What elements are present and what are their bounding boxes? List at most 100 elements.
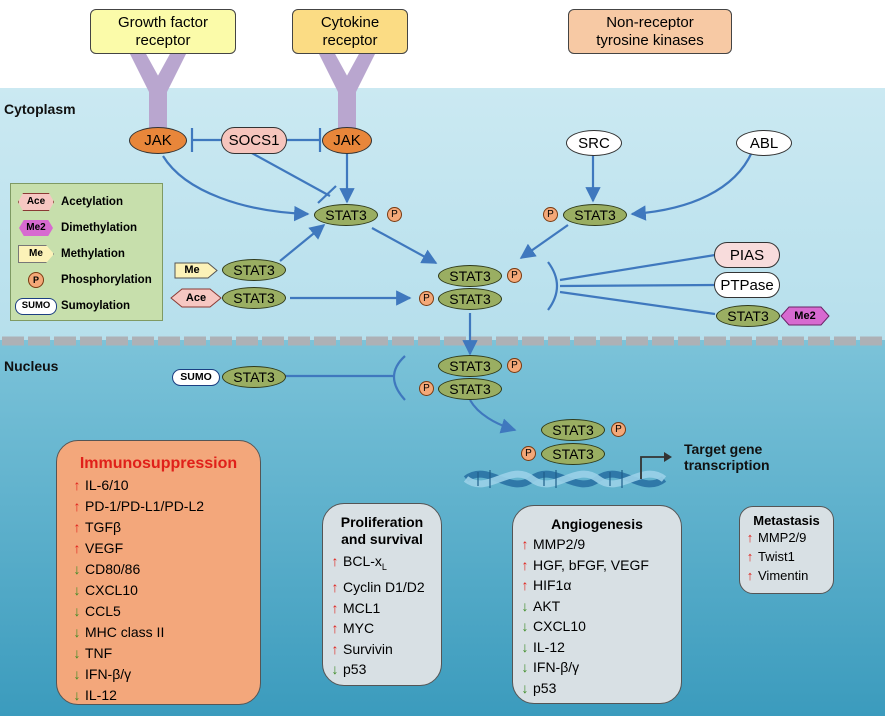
stat3-node: STAT3 — [438, 355, 502, 377]
gene-label: CCL5 — [85, 603, 121, 619]
gene-label: MMP2/9 — [533, 536, 586, 552]
gene-item: ↑MMP2/9 — [742, 528, 833, 547]
cytokine-receptor-shape — [318, 52, 376, 132]
gene-item: ↓CD80/86 — [69, 559, 260, 580]
legend-label: Sumoylation — [61, 300, 131, 312]
angiogenesis-box: Angiogenesis ↑MMP2/9↑HGF, bFGF, VEGF↑HIF… — [512, 505, 682, 704]
ptpase-node: PTPase — [714, 272, 780, 298]
up-arrow-icon: ↑ — [521, 577, 529, 593]
gene-label: BCL-x — [343, 553, 382, 569]
down-arrow-icon: ↓ — [73, 666, 81, 682]
metastasis-list: ↑MMP2/9↑Twist1↑Vimentin — [742, 528, 833, 585]
gene-label: p53 — [533, 679, 557, 696]
pias-node: PIAS — [714, 242, 780, 268]
legend-row: SUMO Sumoylation — [11, 294, 130, 318]
angiogenesis-list: ↑MMP2/9↑HGF, bFGF, VEGF↑HIF1α↓AKT↓CXCL10… — [517, 534, 681, 698]
proliferation-list: ↑BCL-xL↑Cyclin D1/D2↑MCL1↑MYC↑Survivin↓p… — [327, 551, 441, 680]
cytokine-receptor-label: Cytokine receptor — [320, 14, 380, 49]
up-arrow-icon: ↑ — [746, 568, 754, 583]
gene-item: ↓CXCL10 — [69, 580, 260, 601]
gene-item: ↑VEGF — [69, 538, 260, 559]
legend-row: Ace Acetylation — [11, 190, 123, 214]
gene-item: ↑TGFβ — [69, 517, 260, 538]
up-arrow-icon: ↑ — [521, 536, 529, 552]
growth-factor-receptor-shape — [129, 52, 187, 132]
transcription-arrow — [640, 456, 668, 479]
gene-item: ↑PD-1/PD-L1/PD-L2 — [69, 496, 260, 517]
gene-label: CXCL10 — [533, 618, 586, 634]
down-arrow-icon: ↓ — [521, 659, 529, 675]
gene-item: ↓IL-12 — [69, 685, 260, 706]
up-arrow-icon: ↑ — [73, 498, 81, 514]
metastasis-title: Metastasis — [753, 513, 820, 528]
p-icon: P — [521, 446, 536, 461]
legend-label: Dimethylation — [61, 222, 138, 234]
up-arrow-icon: ↑ — [73, 519, 81, 535]
gene-subscript: L — [381, 561, 387, 572]
down-arrow-icon: ↓ — [73, 561, 81, 577]
gene-label: p53 — [343, 661, 367, 678]
gene-item: ↑MYC — [327, 618, 441, 639]
arrows — [162, 151, 754, 434]
up-arrow-icon: ↑ — [331, 579, 339, 596]
gene-label: PD-1/PD-L1/PD-L2 — [85, 498, 205, 514]
down-arrow-icon: ↓ — [521, 618, 529, 634]
stat3-node: STAT3 — [222, 366, 286, 388]
immunosuppression-title: Immunosuppression — [79, 455, 238, 472]
proliferation-title-line2: and survival — [341, 531, 423, 547]
legend-label: Methylation — [61, 248, 125, 260]
me-label: Me — [184, 264, 200, 276]
stat3-node: STAT3 — [222, 287, 286, 309]
target-gene-label: Target gene transcription — [684, 441, 770, 473]
gene-label: HIF1α — [533, 577, 572, 593]
legend-row: Me Methylation — [11, 242, 125, 266]
gene-item: ↓IL-12 — [517, 637, 681, 658]
gene-item: ↓IFN-β/γ — [69, 664, 260, 685]
p-icon: P — [28, 272, 44, 288]
cytokine-receptor-box: Cytokine receptor — [292, 9, 408, 54]
src-node: SRC — [566, 130, 622, 156]
up-arrow-icon: ↑ — [331, 640, 339, 657]
gene-label: Cyclin D1/D2 — [343, 579, 425, 596]
gene-label: IFN-β/γ — [85, 666, 132, 682]
gene-item: ↓CXCL10 — [517, 616, 681, 637]
up-arrow-icon: ↑ — [331, 620, 339, 637]
down-arrow-icon: ↓ — [521, 679, 529, 696]
target-gene-line2: transcription — [684, 457, 770, 473]
gene-item: ↑Survivin — [327, 639, 441, 660]
down-arrow-icon: ↓ — [73, 624, 81, 640]
sumo-icon: SUMO — [172, 369, 220, 386]
stat3-node: STAT3 — [222, 259, 286, 281]
gene-label: IL-12 — [85, 687, 117, 703]
gene-label: Survivin — [343, 640, 393, 657]
gene-label: MHC class II — [85, 624, 165, 640]
stat3-node: STAT3 — [541, 443, 605, 465]
stat3-node: STAT3 — [716, 305, 780, 327]
immunosuppression-list: ↑IL-6/10↑PD-1/PD-L1/PD-L2↑TGFβ↑VEGF↓CD80… — [69, 475, 260, 706]
stat3-node: STAT3 — [314, 204, 378, 226]
proliferation-box: Proliferation and survival ↑BCL-xL↑Cycli… — [322, 503, 442, 686]
stat3-node: STAT3 — [563, 204, 627, 226]
down-arrow-icon: ↓ — [73, 582, 81, 598]
up-arrow-icon: ↑ — [331, 599, 339, 616]
gene-label: HGF, bFGF, VEGF — [533, 556, 649, 573]
gene-label: IL-6/10 — [85, 477, 129, 493]
gene-item: ↓p53 — [327, 659, 441, 680]
up-arrow-icon: ↑ — [746, 549, 754, 564]
cytoplasm-label: Cytoplasm — [4, 101, 76, 117]
down-arrow-icon: ↓ — [331, 661, 339, 678]
gene-item: ↑IL-6/10 — [69, 475, 260, 496]
gene-item: ↓CCL5 — [69, 601, 260, 622]
gene-item: ↓TNF — [69, 643, 260, 664]
up-arrow-icon: ↑ — [746, 530, 754, 545]
p-icon: P — [419, 291, 434, 306]
gene-label: VEGF — [85, 540, 124, 556]
immunosuppression-box: Immunosuppression ↑IL-6/10↑PD-1/PD-L1/PD… — [56, 440, 261, 705]
growth-factor-receptor-label: Growth factor receptor — [117, 14, 209, 49]
ace-icon — [170, 288, 222, 308]
gene-label: IFN-β/γ — [533, 659, 580, 675]
metastasis-box: Metastasis ↑MMP2/9↑Twist1↑Vimentin — [739, 506, 834, 594]
legend-row: Me2 Dimethylation — [11, 216, 137, 240]
gene-label: TGFβ — [85, 519, 122, 535]
ace-label: Ace — [185, 292, 207, 304]
